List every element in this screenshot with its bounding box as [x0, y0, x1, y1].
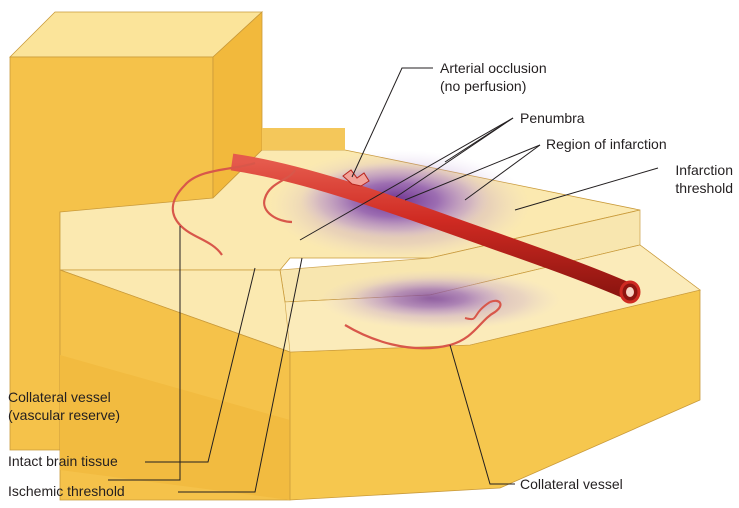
artery-lumen — [626, 287, 634, 297]
label-arterial-occlusion: Arterial occlusion — [440, 60, 547, 77]
label-ischemic-threshold: Ischemic threshold — [8, 483, 125, 500]
label-region-of-infarction: Region of infarction — [546, 136, 667, 153]
label-penumbra: Penumbra — [520, 110, 585, 127]
label-collateral-vessel-reserve: Collateral vessel — [8, 389, 111, 406]
lower-infarction-core — [350, 278, 510, 318]
label-collateral-vessel-reserve-sub: (vascular reserve) — [8, 407, 120, 424]
label-collateral-vessel: Collateral vessel — [520, 476, 623, 493]
label-infarction-threshold: threshold — [620, 180, 733, 197]
label-arterial-occlusion-sub: (no perfusion) — [440, 78, 526, 95]
label-infarction: Infarction — [620, 162, 733, 179]
upper-step-riser-back — [262, 128, 345, 150]
label-intact-brain-tissue: Intact brain tissue — [8, 453, 118, 470]
